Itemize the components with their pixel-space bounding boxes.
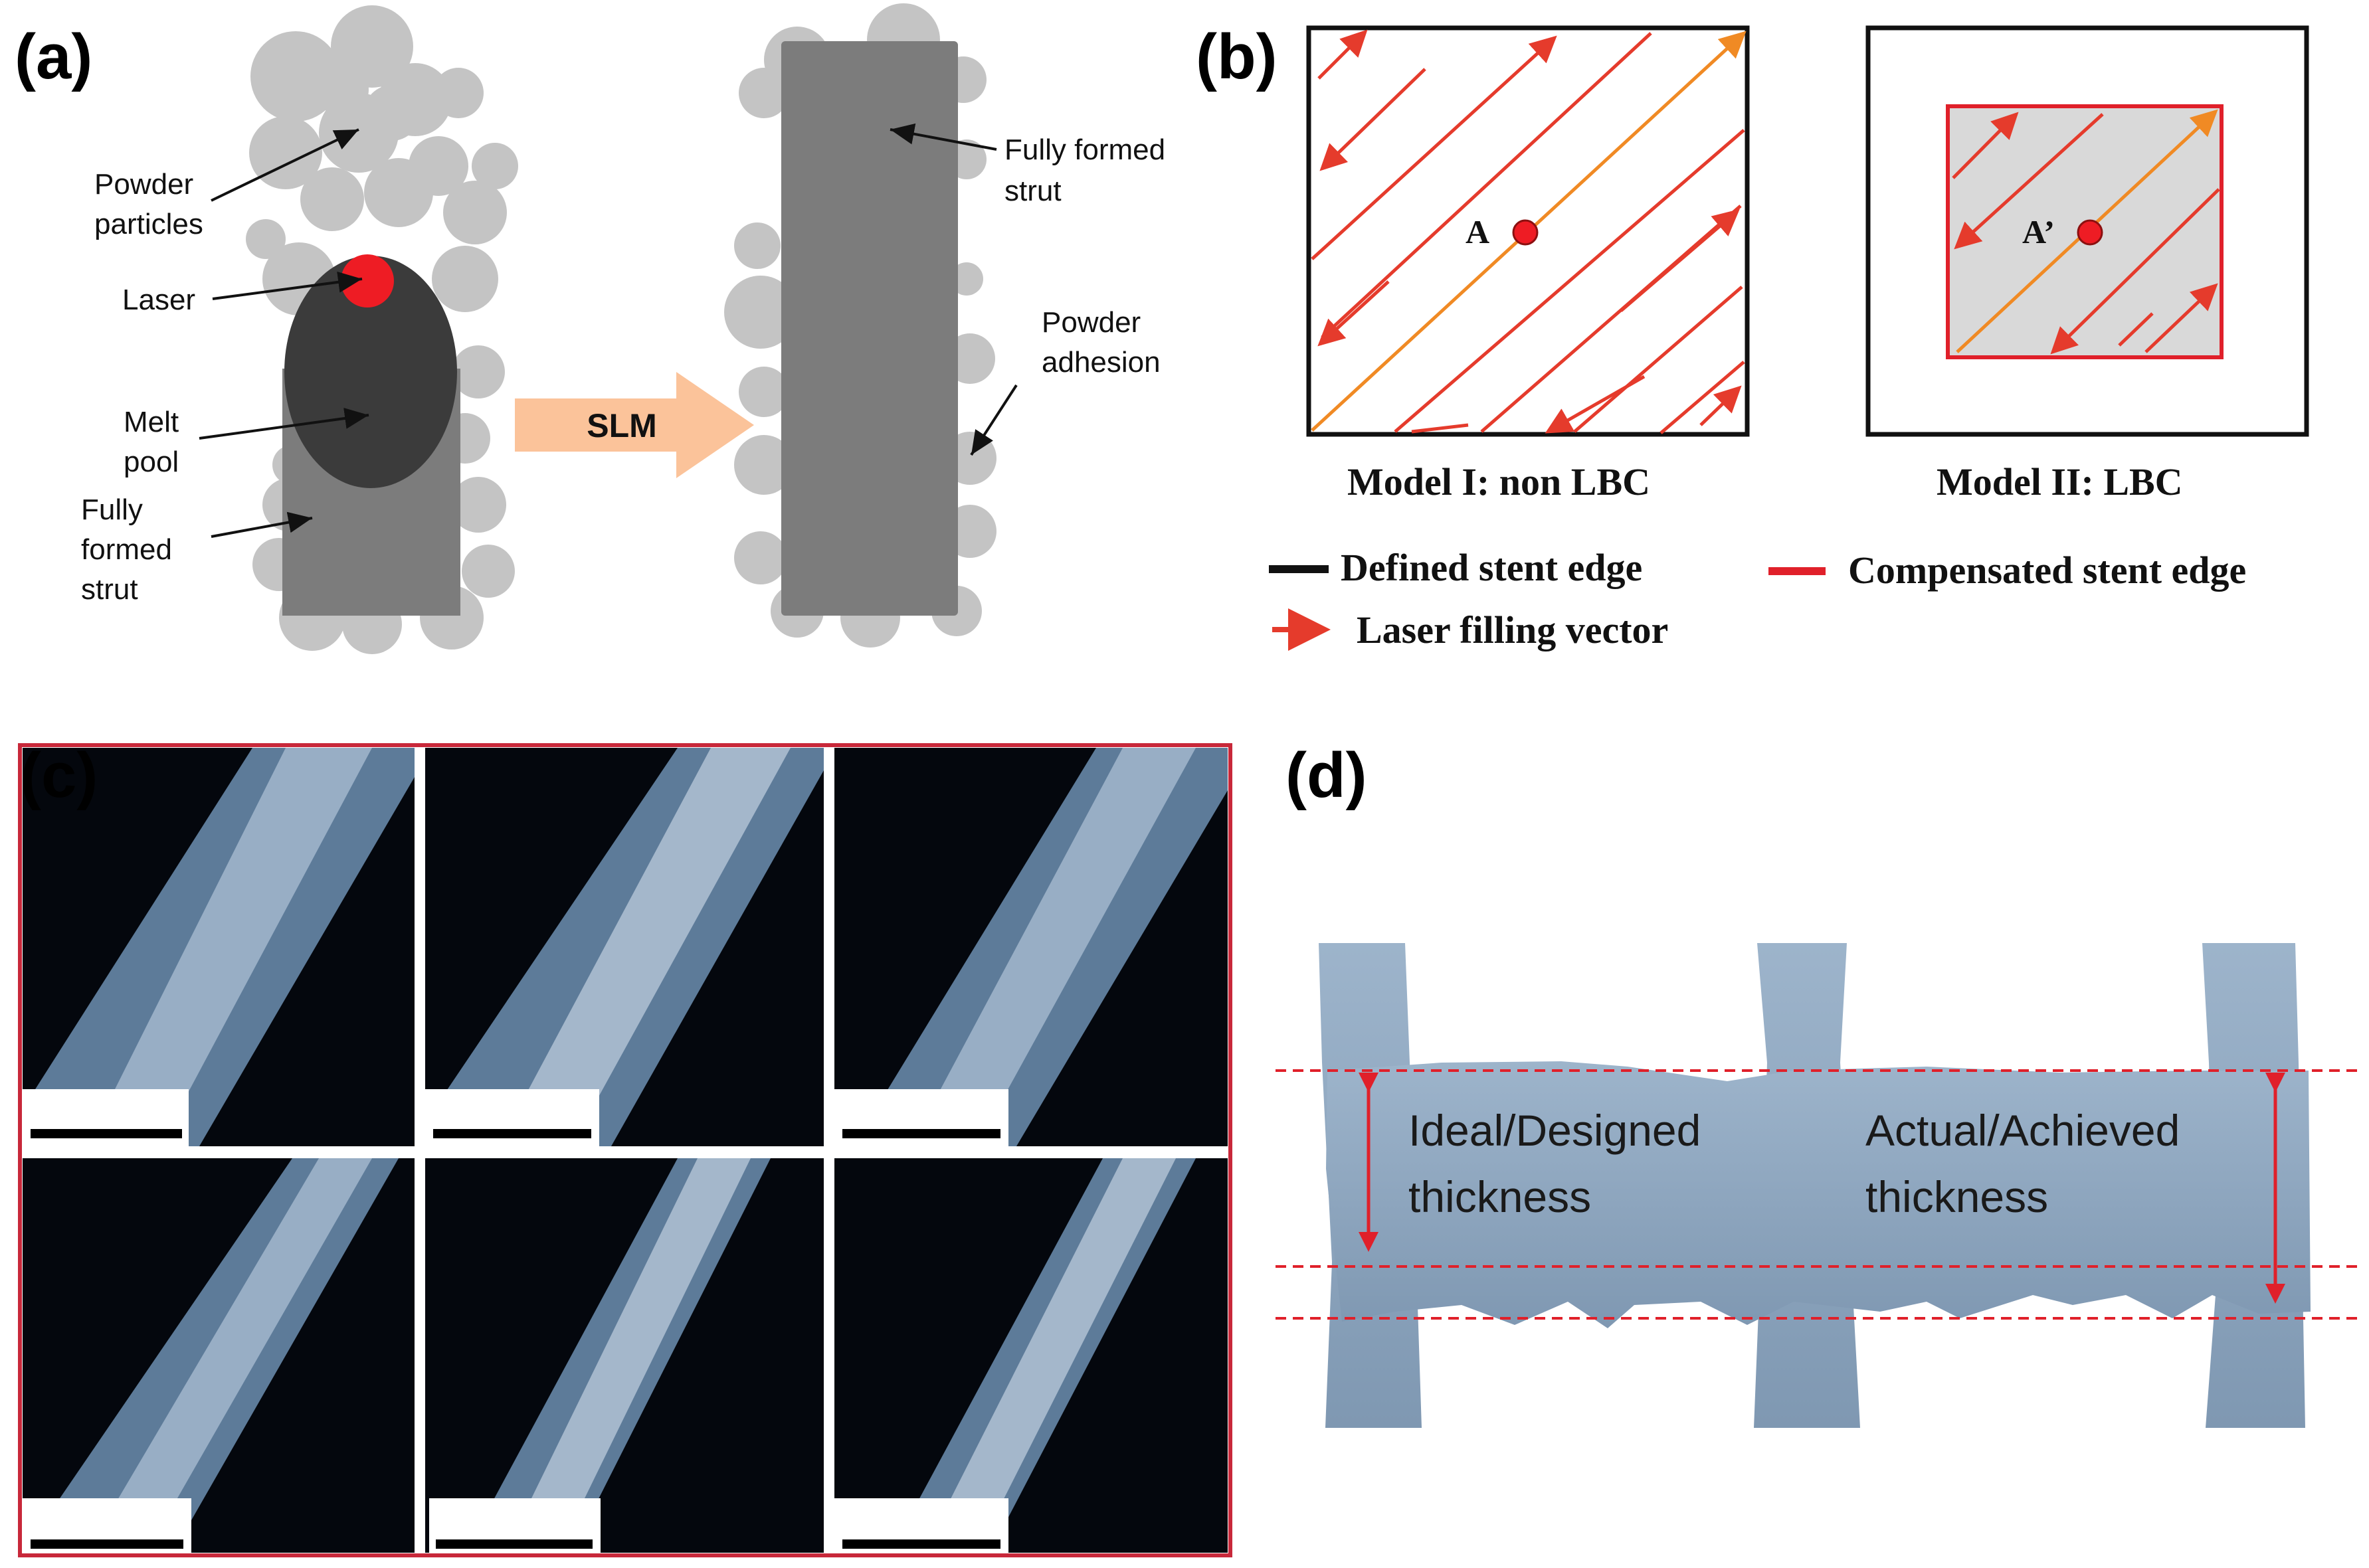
point-a-prime-label: A’ [2022, 213, 2055, 250]
point-a-label: A [1466, 213, 1489, 250]
panel-d: (d) Ideal/Designed thickness Actual/Achi… [1276, 740, 2360, 1428]
model-2-caption: Model II: LBC [1937, 460, 2183, 503]
legend-defined-label: Defined stent edge [1341, 546, 1642, 589]
slm-label: SLM [587, 407, 657, 444]
ideal-thickness-label: Ideal/Designed [1408, 1106, 1701, 1155]
slm-arrow [515, 372, 754, 478]
label-powder-particles: Powder [94, 168, 193, 201]
micrograph-2 [425, 748, 824, 1146]
pointer-arrows-a-right [890, 123, 1018, 456]
melt-pool [284, 256, 457, 488]
thickness-dimension-arrows [1359, 1073, 2285, 1304]
label-fully-formed-strut-right: Fully formed [1004, 133, 1165, 166]
label-laser: Laser [122, 284, 195, 316]
pointer-arrows-a-left [199, 128, 369, 538]
point-a-marker [1512, 219, 1539, 246]
panel-a-letter: (a) [15, 21, 92, 92]
actual-thickness-label-2: thickness [1865, 1172, 2048, 1221]
panel-c-letter: (c) [20, 740, 98, 811]
label-fully-formed-strut-2: formed [81, 533, 172, 566]
micrograph-4 [23, 1158, 415, 1553]
thickness-guide-lines [1276, 1069, 2360, 1320]
label-fully-formed-strut-right-2: strut [1004, 175, 1062, 207]
panel-b-legend: Defined stent edge Compensated stent edg… [1269, 546, 2246, 652]
micrograph-grid [23, 748, 1228, 1553]
model-1-caption: Model I: non LBC [1347, 460, 1650, 503]
label-melt-pool: Melt [124, 406, 179, 438]
legend-compensated-label: Compensated stent edge [1848, 549, 2246, 592]
micrograph-6 [834, 1158, 1228, 1553]
label-melt-pool-2: pool [124, 446, 179, 478]
label-powder-adhesion-2: adhesion [1042, 346, 1161, 379]
micrograph-3 [834, 748, 1228, 1146]
label-powder-particles-2: particles [94, 208, 203, 240]
label-fully-formed-strut-3: strut [81, 573, 138, 606]
actual-thickness-label: Actual/Achieved [1865, 1106, 2180, 1155]
label-fully-formed-strut: Fully [81, 493, 143, 526]
point-a-prime-marker [2077, 219, 2103, 246]
powder-particles-left [246, 5, 518, 654]
panel-b-letter: (b) [1196, 21, 1278, 92]
panel-a: (a) Powder particles Laser Melt pool Ful… [15, 3, 1165, 654]
panel-c: (c) [18, 740, 1232, 1557]
micrograph-5 [425, 1158, 824, 1553]
stent-strut-photo [1319, 943, 2311, 1428]
label-powder-adhesion: Powder [1042, 306, 1141, 339]
formed-strut-right [781, 41, 958, 616]
legend-vector-label: Laser filling vector [1357, 608, 1668, 652]
panel-d-letter: (d) [1285, 740, 1367, 811]
micrograph-1 [23, 748, 415, 1146]
panel-b: (b) A Model I: non LBC [1196, 21, 2309, 652]
laser-spot [341, 254, 394, 307]
ideal-thickness-label-2: thickness [1408, 1172, 1591, 1221]
